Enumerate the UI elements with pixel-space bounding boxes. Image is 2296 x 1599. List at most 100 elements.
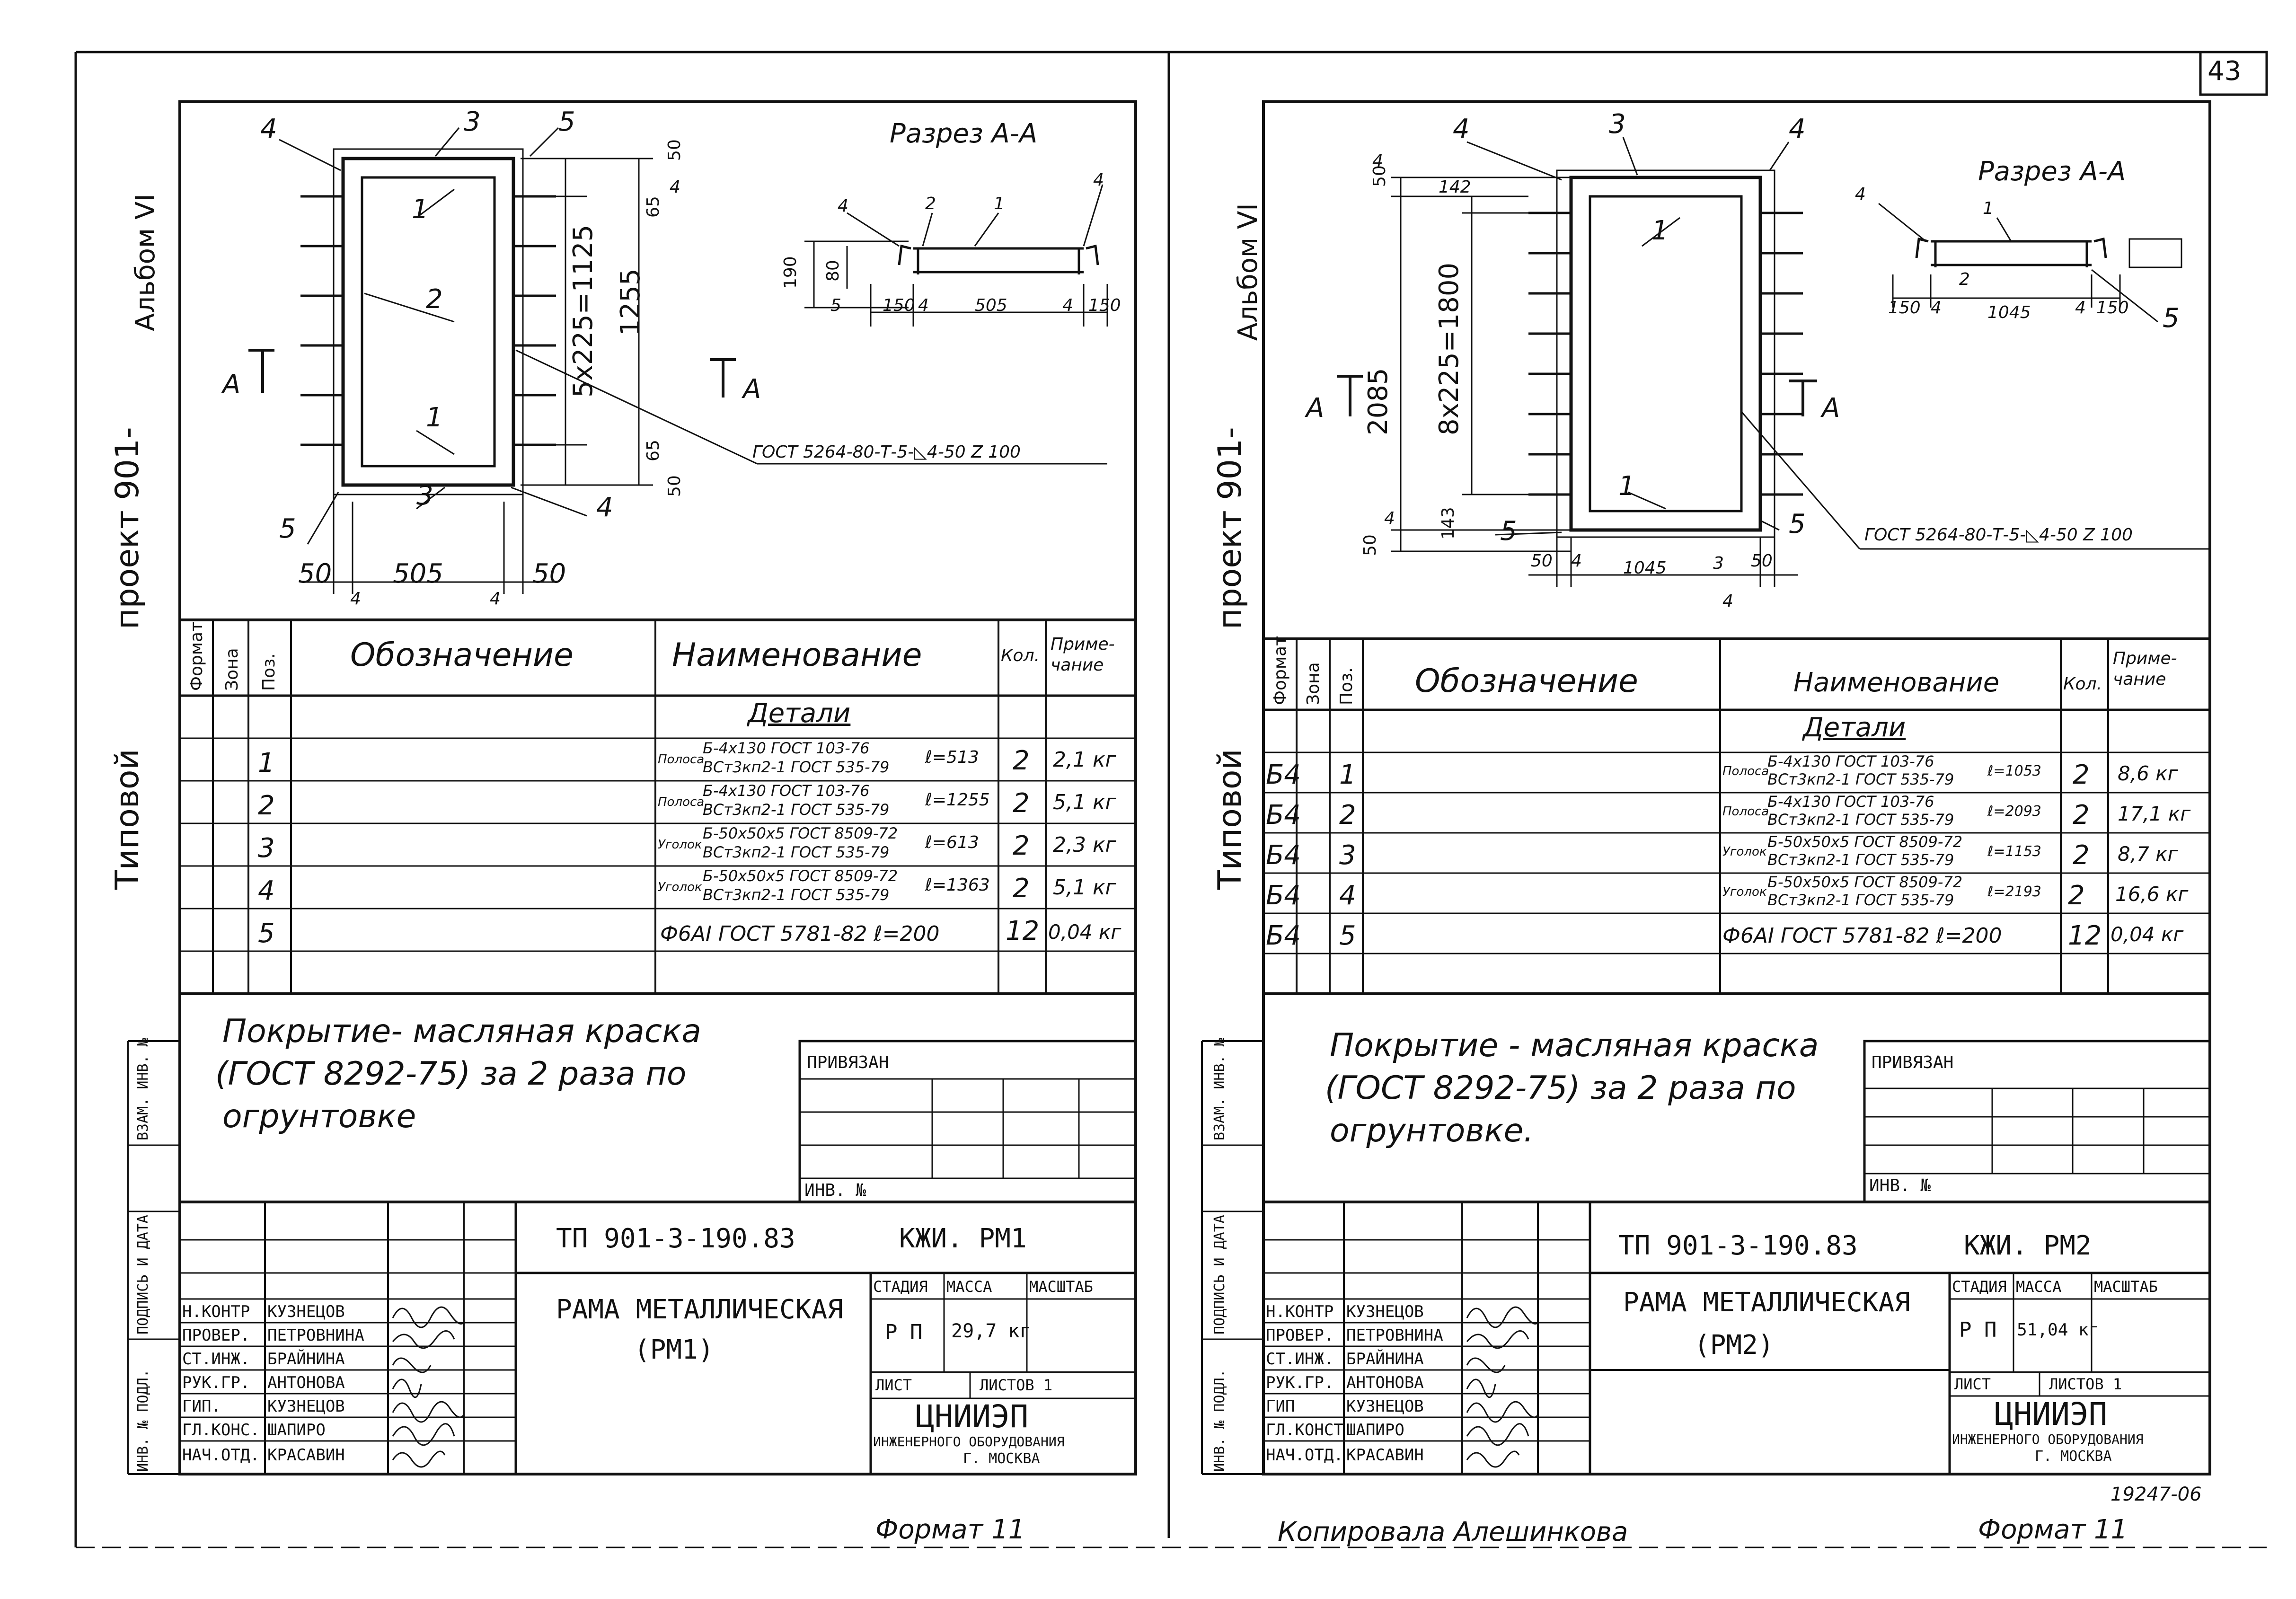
row-pos: 5 (258, 918, 275, 949)
dim-label: 505 (393, 558, 443, 589)
section-mark-right: А (743, 374, 761, 405)
role: ГИП. (182, 1397, 221, 1416)
row-name-top: Б-4х130 ГОСТ 103-76 (1767, 793, 1934, 811)
row-name-top: Б-4х130 ГОСТ 103-76 (1767, 752, 1934, 770)
dim-label: 4 (1453, 114, 1470, 144)
person: ПЕТРОВНИНА (1346, 1326, 1443, 1345)
dim-label: 3 (1609, 109, 1626, 140)
dim-label: 150 (1088, 296, 1121, 315)
doc-code: ТП 901-3-190.83 (1618, 1230, 1858, 1261)
row-name-bot: ВСт3кп2-1 ГОСТ 535-79 (703, 886, 890, 904)
coating-line-3: огрунтовке (222, 1098, 416, 1135)
row-len: ℓ=513 (925, 748, 979, 767)
section-mark-left: А (222, 369, 241, 400)
role: ГИП (1266, 1397, 1295, 1416)
role: РУК.ГР. (182, 1373, 250, 1392)
dim-label: 4 (596, 492, 613, 523)
doc-mark: КЖИ. РМ2 (1964, 1230, 2092, 1261)
org-subtitle: ИНЖЕНЕРНОГО ОБОРУДОВАНИЯ (1952, 1431, 2144, 1447)
stage-header: СТАДИЯ (1952, 1278, 2007, 1296)
sheet-header: ЛИСТ (1954, 1375, 1991, 1393)
row-name-bot: ВСт3кп2-1 ГОСТ 535-79 (1767, 811, 1954, 829)
person: КУЗНЕЦОВ (267, 1302, 345, 1321)
dim-label: 5 (1500, 516, 1517, 547)
person: КУЗНЕЦОВ (267, 1397, 345, 1416)
row-name-bot: ВСт3кп2-1 ГОСТ 535-79 (703, 801, 890, 819)
row-pos: 2 (258, 790, 275, 821)
strip-replace-inv: ВЗАМ. ИНВ. № (1211, 1038, 1228, 1140)
dim-label: 50 (298, 558, 332, 589)
row-kind: Полоса (1722, 804, 1769, 819)
row-name-top: Б-50х50х5 ГОСТ 8509-72 (1767, 833, 1963, 851)
dim-label: 4 (1571, 551, 1582, 571)
row-name-top: Б-4х130 ГОСТ 103-76 (703, 739, 870, 757)
row-qty: 12 (1006, 916, 1040, 946)
dim-label: 3 (416, 480, 433, 511)
dim-label: 1 (994, 194, 1005, 213)
role: ГЛ.КОНСТ (1266, 1421, 1343, 1440)
dim-label: 4 (490, 589, 501, 609)
role: СТ.ИНЖ. (1266, 1350, 1334, 1369)
row-len: ℓ=1255 (925, 790, 990, 810)
person: ПЕТРОВНИНА (267, 1326, 364, 1345)
role: РУК.ГР. (1266, 1373, 1334, 1392)
strip-sign-date: ПОДПИСЬ И ДАТА (1211, 1215, 1228, 1334)
dim-label: 1 (412, 194, 429, 225)
privyazan-label: ПРИВЯЗАН (1872, 1053, 1954, 1072)
row-qty: 2 (2073, 800, 2090, 830)
stage-header: СТАДИЯ (873, 1278, 928, 1296)
stage-value: Р П (1959, 1318, 1997, 1342)
dim-label: 1 (1651, 215, 1669, 246)
dim-label: 4 (1093, 170, 1104, 190)
inv-no-label: ИНВ. № (804, 1181, 866, 1200)
row-note: 2,1 кг (1053, 748, 1116, 772)
person: КУЗНЕЦОВ (1346, 1397, 1424, 1416)
stage-value: Р П (885, 1320, 923, 1344)
dim-label: 4 (918, 296, 929, 315)
row-name-bot: ВСт3кп2-1 ГОСТ 535-79 (703, 758, 890, 776)
row-format: Б4 (1266, 920, 1301, 951)
mass-value: 51,04 кг (2017, 1320, 2099, 1340)
dim-label: 5 (1789, 509, 1806, 539)
dim-label: 150 (2096, 298, 2129, 318)
person: КРАСАВИН (1346, 1446, 1424, 1465)
dim-label: 3 (1713, 554, 1724, 573)
group-details: Детали (748, 698, 851, 729)
copied-by: Копировала Алешинкова (1278, 1517, 1628, 1547)
section-title-right: Разрез А-А (1978, 156, 2126, 187)
row-name-top: Ф6АI ГОСТ 5781-82 ℓ=200 (660, 922, 940, 946)
row-pos: 4 (1339, 880, 1356, 911)
person: ШАПИРО (1346, 1421, 1404, 1440)
section-mark-left-right: А (1306, 393, 1325, 424)
hdr-qty: Кол. (1001, 646, 1040, 665)
dim-label: 50 (1531, 551, 1553, 571)
row-qty: 2 (2068, 880, 2085, 911)
row-pos: 2 (1339, 800, 1356, 830)
doc-mark: КЖИ. РМ1 (899, 1223, 1027, 1254)
coating-line-1: Покрытие - масляная краска (1330, 1027, 1819, 1064)
row-kind: Уголок (658, 838, 702, 852)
row-note: 0,04 кг (1048, 920, 1122, 944)
mass-value: 29,7 кг (951, 1320, 1031, 1342)
row-kind: Уголок (1722, 845, 1767, 859)
row-note: 5,1 кг (1053, 875, 1116, 900)
dim-label: 1045 (1623, 558, 1667, 578)
dim-label: 2 (1959, 270, 1970, 289)
sheets-header: ЛИСТОВ 1 (980, 1376, 1053, 1394)
row-name-top: Б-50х50х5 ГОСТ 8509-72 (1767, 873, 1963, 891)
group-details: Детали (1803, 712, 1906, 743)
coating-line-1: Покрытие- масляная краска (222, 1013, 701, 1050)
dim-label: 4 (1855, 185, 1866, 204)
org-name: ЦНИИЭП (1995, 1396, 2108, 1432)
row-name-top: Ф6АI ГОСТ 5781-82 ℓ=200 (1722, 924, 2002, 948)
dim-label: 4 (1384, 509, 1395, 528)
dim-label: 1 (1618, 471, 1635, 502)
dim-label: 50 (1751, 551, 1773, 571)
role: ПРОВЕР. (1266, 1326, 1334, 1345)
row-name-bot: ВСт3кп2-1 ГОСТ 535-79 (1767, 851, 1954, 869)
dim-label: 1045 (1987, 303, 2031, 322)
